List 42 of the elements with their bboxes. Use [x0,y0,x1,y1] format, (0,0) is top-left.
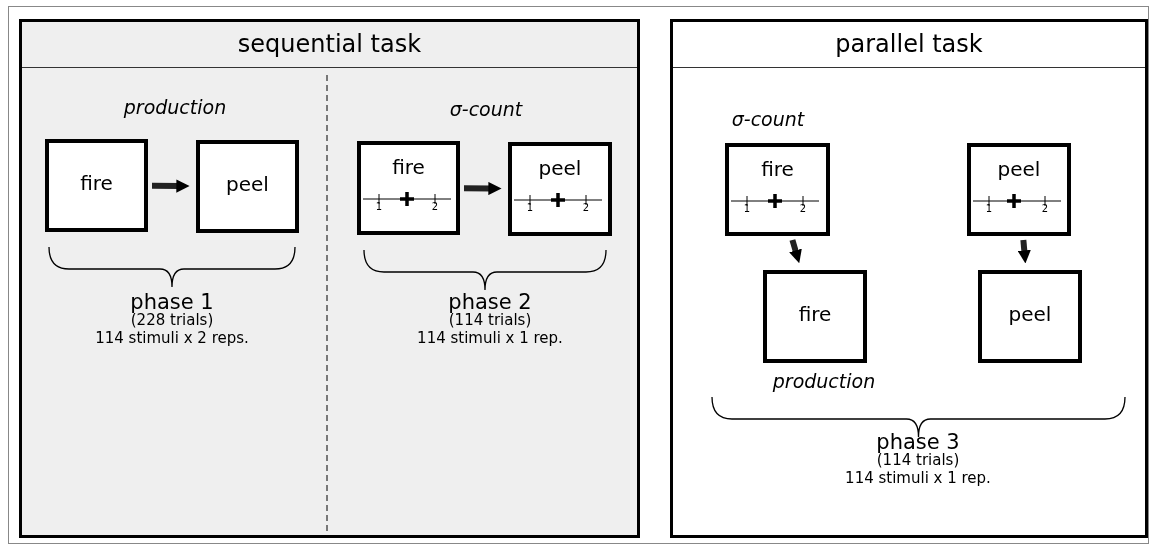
stimulus-box [725,143,830,236]
arrow [151,179,190,193]
scale-number: 1 [984,203,994,214]
panel-title: sequential task [236,30,423,58]
stimulus-word: fire [79,171,114,195]
condition-label: σ-count [730,108,806,130]
stimulus-word: peel [1007,302,1053,326]
stimulus-box [508,142,612,236]
trial-note: 114 stimuli x 2 reps. [94,329,250,347]
scale-number: 2 [581,202,591,213]
arrow [789,239,802,264]
panel-title: parallel task [834,30,984,58]
task-panel [19,19,640,538]
scale-number: 2 [430,201,440,212]
stimulus-box [45,139,148,232]
stimulus-box [763,270,867,363]
trial-note: 114 stimuli x 1 rep. [844,469,992,487]
stimulus-word: fire [797,302,833,326]
arrow [1017,239,1031,264]
scale-number: 1 [525,202,535,213]
arrow [464,181,502,196]
scale-number: 1 [742,203,752,214]
stimulus-word: fire [391,155,426,179]
stimulus-word: fire [760,157,795,181]
scale-number: 2 [1040,203,1050,214]
stimulus-word: peel [225,172,270,196]
stimulus-word: peel [996,157,1042,181]
stimulus-box [967,143,1071,236]
condition-label: production [122,96,228,118]
scale-number: 2 [798,203,808,214]
trial-note: 114 stimuli x 1 rep. [416,329,564,347]
scale-number: 1 [374,201,384,212]
phase-label: phase 3 [875,430,961,454]
task-panel [670,19,1148,538]
stimulus-box [196,140,299,233]
stimulus-box [357,141,460,235]
condition-label: production [771,370,877,392]
condition-label: σ-count [448,98,524,120]
phase-label: phase 1 [129,290,215,314]
stimulus-word: peel [537,156,583,180]
stimulus-box [978,270,1082,363]
phase-label: phase 2 [447,290,533,314]
